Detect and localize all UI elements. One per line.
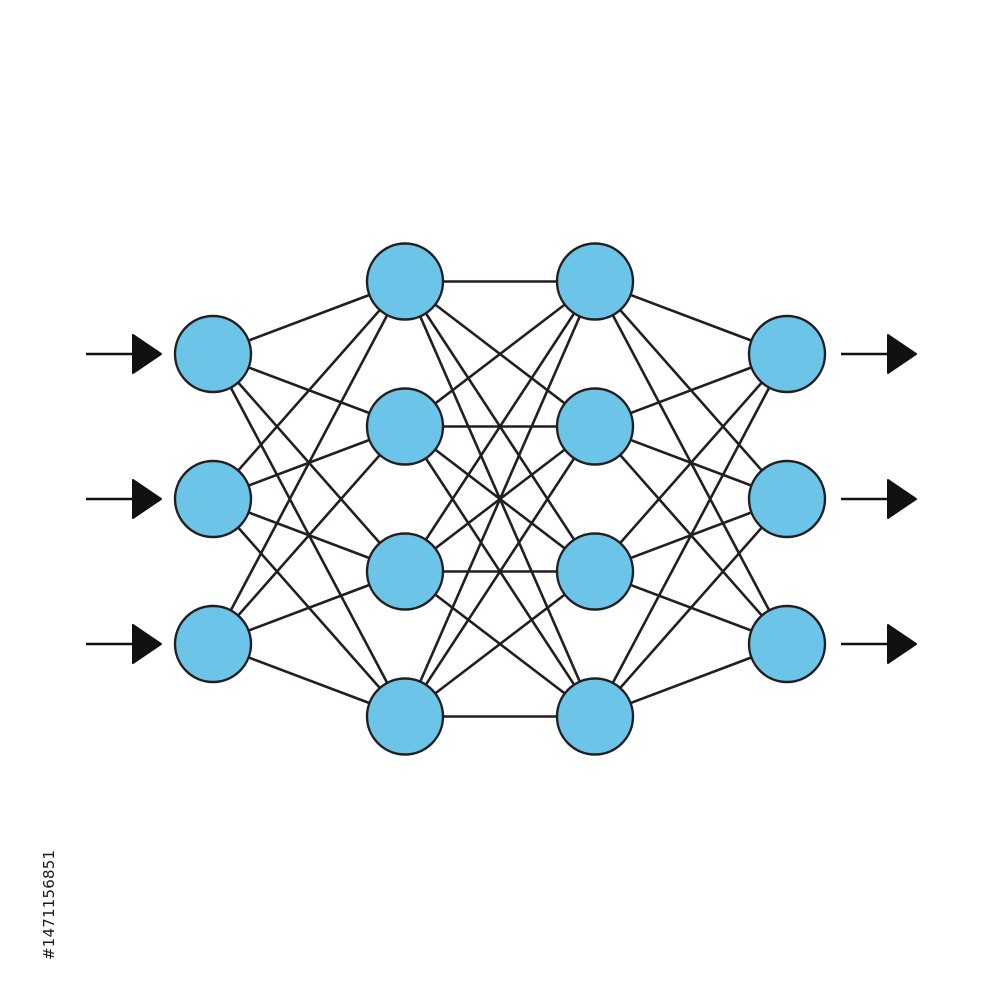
connection-2-3-0 [593, 353, 789, 718]
hidden-layer-1-node-4 [365, 677, 445, 756]
output-layer-node-2 [747, 459, 827, 539]
connection-0-1-0 [212, 280, 406, 500]
connection-1-1-0 [404, 280, 596, 428]
connection-0-2-0 [211, 280, 407, 645]
output-layer-node-3 [747, 604, 827, 684]
connection-1-3-1 [403, 425, 597, 718]
hidden-layer-1-node-1 [365, 242, 445, 321]
io-arrows [86, 334, 917, 664]
connection-1-3-0 [403, 280, 597, 718]
output-arrow-right-icon-2 [841, 479, 917, 519]
hidden-layer-2-node-3 [555, 532, 635, 611]
hidden-layer-2-node-4 [555, 677, 635, 756]
hidden-layer-2-node-2 [555, 387, 635, 466]
input-layer-node-3 [173, 604, 253, 684]
input-layer-node-1 [173, 314, 253, 394]
connection-2-2-0 [594, 353, 788, 573]
hidden-layer-2-node-1 [555, 242, 635, 321]
output-arrow-right-icon-3 [841, 624, 917, 664]
output-layer-node-1 [747, 314, 827, 394]
connection-1-3-2 [404, 570, 596, 718]
input-layer-node-2 [173, 459, 253, 539]
input-arrow-right-icon-1 [86, 334, 162, 374]
connection-1-2-0 [403, 280, 597, 573]
input-arrow-right-icon-3 [86, 624, 162, 664]
stock-id-watermark: #1471156851 [40, 849, 58, 960]
hidden-layer-1-node-2 [365, 387, 445, 466]
hidden-layer-1-node-3 [365, 532, 445, 611]
neurons [173, 242, 827, 756]
connection-0-2-1 [212, 425, 406, 645]
connection-2-3-1 [594, 498, 788, 718]
output-arrow-right-icon-1 [841, 334, 917, 374]
connections [211, 280, 789, 718]
input-arrow-right-icon-2 [86, 479, 162, 519]
